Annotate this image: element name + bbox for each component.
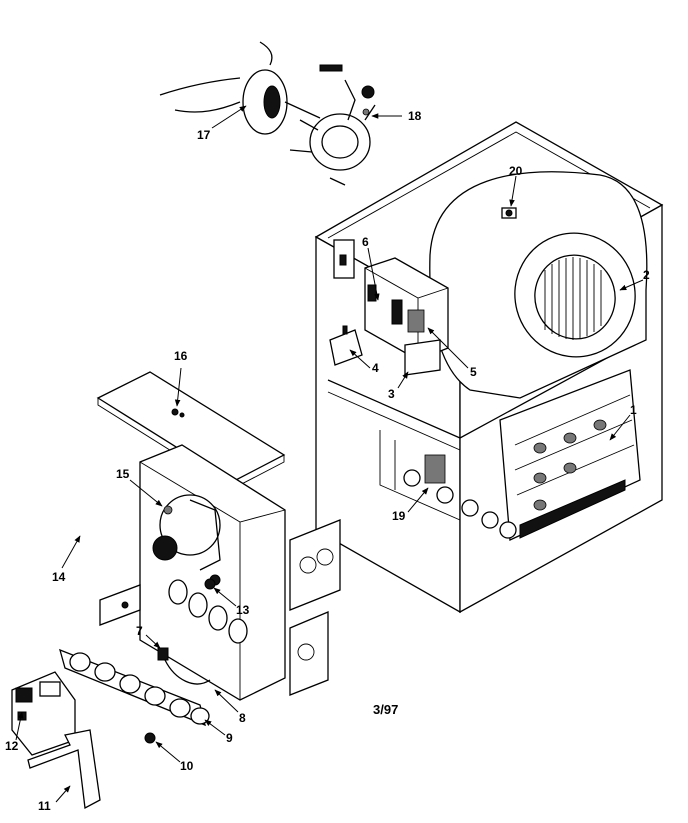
part-label-7: 7 — [136, 624, 143, 638]
leader-lines — [15, 105, 644, 803]
pipe-plug-10 — [144, 732, 156, 744]
burner-tubes-9 — [59, 648, 210, 727]
part-labels: 1 2 3 4 5 6 7 8 9 10 11 12 13 14 15 16 1… — [5, 109, 650, 813]
part-label-11: 11 — [38, 799, 51, 813]
part-label-10: 10 — [180, 759, 194, 773]
part-label-3: 3 — [388, 387, 395, 401]
limit-switch — [501, 207, 517, 219]
part-label-19: 19 — [392, 509, 406, 523]
burner-ports — [403, 454, 517, 539]
part-label-6: 6 — [362, 235, 369, 249]
part-label-2: 2 — [643, 268, 650, 282]
pressure-switch-13 — [204, 578, 216, 590]
part-label-16: 16 — [174, 349, 188, 363]
part-label-14: 14 — [52, 570, 66, 584]
flame-sensor-7 — [157, 647, 211, 685]
revision-date: 3/97 — [373, 702, 398, 717]
manifold-orifices — [99, 574, 248, 644]
heat-exchanger — [499, 369, 641, 541]
control-box — [364, 257, 449, 376]
part-label-4: 4 — [372, 361, 379, 375]
part-label-1: 1 — [630, 403, 637, 417]
part-label-20: 20 — [509, 164, 523, 178]
blower-motor — [159, 41, 321, 135]
part-label-13: 13 — [236, 603, 250, 617]
part-label-5: 5 — [470, 365, 477, 379]
part-label-12: 12 — [5, 739, 19, 753]
inducer-fan-15 — [152, 494, 221, 571]
part-label-8: 8 — [239, 711, 246, 725]
motor-mount — [289, 64, 376, 186]
inducer-panel — [139, 444, 341, 701]
part-label-17: 17 — [197, 128, 211, 142]
part-label-9: 9 — [226, 731, 233, 745]
blower-housing — [429, 171, 648, 399]
gas-pipe-11 — [27, 729, 101, 810]
part-label-15: 15 — [116, 467, 130, 481]
door-switch — [333, 239, 355, 279]
part-label-18: 18 — [408, 109, 422, 123]
